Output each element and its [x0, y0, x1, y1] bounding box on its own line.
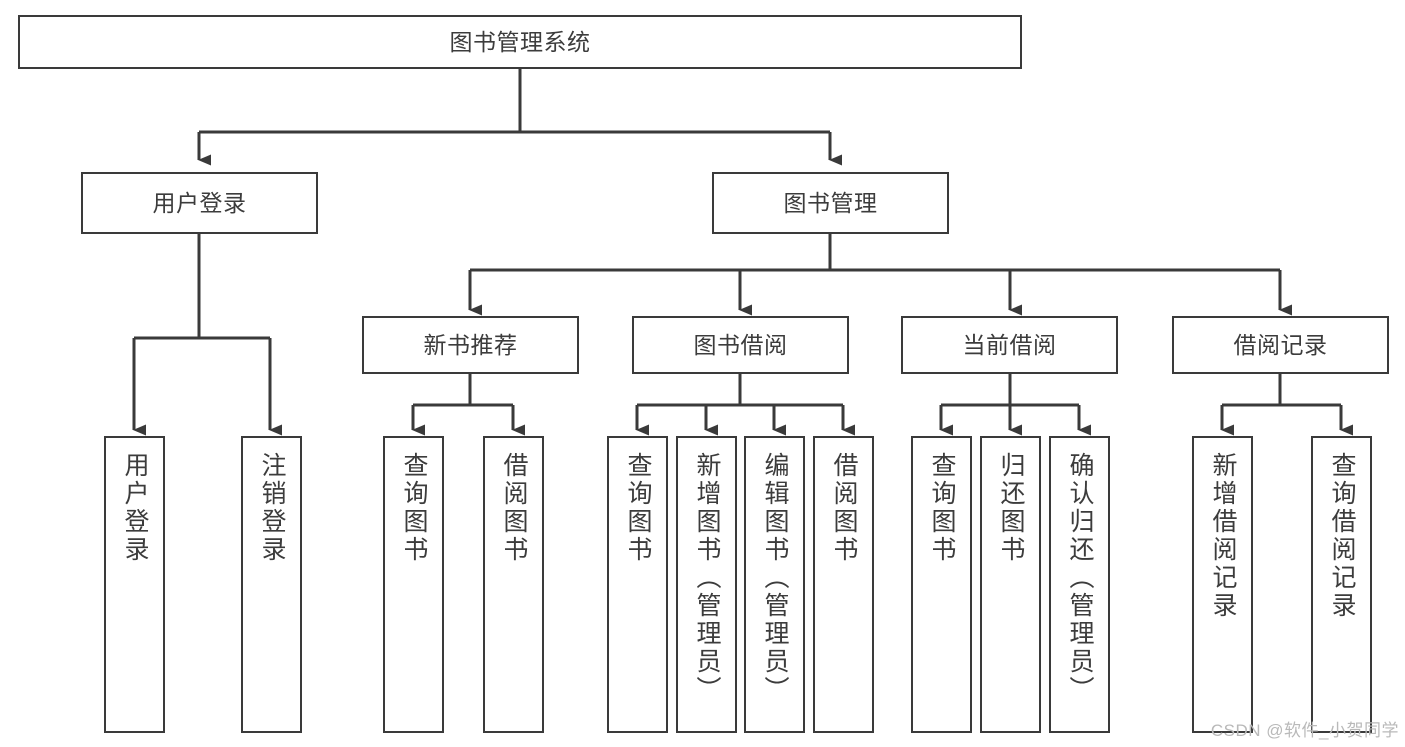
node-label: 借阅记录: [1233, 331, 1328, 358]
node-label: 用户登录: [121, 452, 149, 564]
leaf-current-return-book[interactable]: 归还图书: [980, 436, 1041, 733]
node-label: 注销登录: [258, 452, 286, 564]
leaf-borrow-query-book[interactable]: 查询图书: [607, 436, 668, 733]
leaf-recommend-borrow-book[interactable]: 借阅图书: [483, 436, 544, 733]
node-label: 借阅图书: [500, 452, 528, 564]
node-label: 图书管理系统: [449, 28, 591, 55]
node-label: 用户登录: [152, 189, 247, 216]
node-root-system[interactable]: 图书管理系统: [18, 15, 1022, 69]
node-label: 确认归还（管理员）: [1066, 452, 1094, 704]
node-label: 借阅图书: [830, 452, 858, 564]
node-new-book-recommend[interactable]: 新书推荐: [362, 316, 579, 374]
node-label: 归还图书: [997, 452, 1025, 564]
node-user-login[interactable]: 用户登录: [81, 172, 318, 234]
node-borrow-record[interactable]: 借阅记录: [1172, 316, 1389, 374]
node-label: 查询图书: [400, 452, 428, 564]
leaf-record-add-record[interactable]: 新增借阅记录: [1192, 436, 1253, 733]
node-label: 新增借阅记录: [1209, 452, 1237, 620]
node-label: 编辑图书（管理员）: [761, 452, 789, 704]
node-label: 图书借阅: [693, 331, 788, 358]
leaf-user-login-logout[interactable]: 注销登录: [241, 436, 302, 733]
node-book-management[interactable]: 图书管理: [712, 172, 949, 234]
leaf-current-confirm-return[interactable]: 确认归还（管理员）: [1049, 436, 1110, 733]
node-current-borrow[interactable]: 当前借阅: [901, 316, 1118, 374]
node-label: 查询图书: [624, 452, 652, 564]
leaf-user-login-login[interactable]: 用户登录: [104, 436, 165, 733]
leaf-borrow-edit-book[interactable]: 编辑图书（管理员）: [744, 436, 805, 733]
node-label: 新增图书（管理员）: [693, 452, 721, 704]
node-label: 当前借阅: [962, 331, 1057, 358]
node-book-borrow[interactable]: 图书借阅: [632, 316, 849, 374]
leaf-borrow-borrow-book[interactable]: 借阅图书: [813, 436, 874, 733]
node-label: 图书管理: [783, 189, 878, 216]
node-label: 查询借阅记录: [1328, 452, 1356, 620]
leaf-borrow-add-book[interactable]: 新增图书（管理员）: [676, 436, 737, 733]
watermark: CSDN @软件_小贺同学: [1210, 721, 1399, 740]
node-label: 查询图书: [928, 452, 956, 564]
leaf-record-query-record[interactable]: 查询借阅记录: [1311, 436, 1372, 733]
node-label: 新书推荐: [423, 331, 518, 358]
leaf-recommend-query-book[interactable]: 查询图书: [383, 436, 444, 733]
leaf-current-query-book[interactable]: 查询图书: [911, 436, 972, 733]
